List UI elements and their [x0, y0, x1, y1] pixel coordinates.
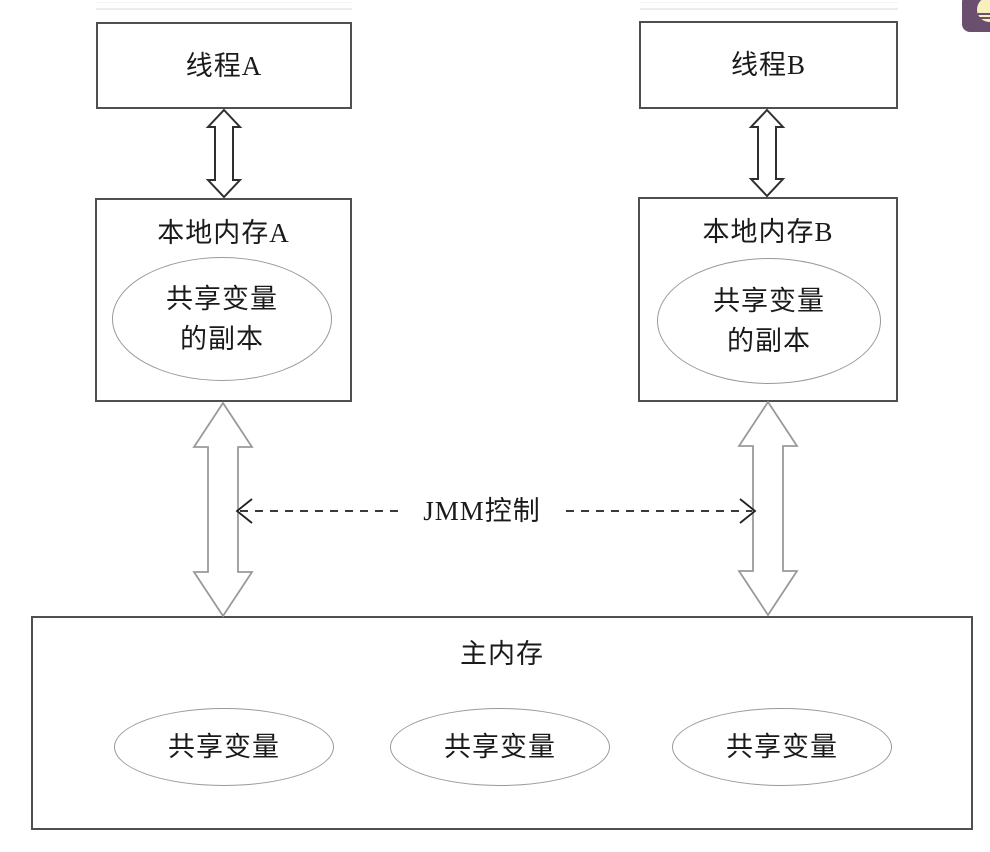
shared-variable-copy-ellipse-b: 共享变量 的副本 — [657, 258, 881, 384]
shared-copy-b-line1: 共享变量 — [713, 286, 825, 316]
ghost-line-top-right — [640, 2, 898, 3]
shared-copy-a-line1: 共享变量 — [166, 284, 278, 314]
thread-b-label: 线程B — [730, 50, 806, 80]
ghost-line-top-left — [96, 2, 352, 3]
local-memory-a-label: 本地内存A — [157, 218, 290, 248]
double-arrow-local-a-main — [192, 401, 254, 618]
double-arrow-thread-a-local-a — [205, 108, 243, 199]
jmm-control-dashed-arrow-left — [235, 498, 404, 524]
main-memory-label: 主内存 — [460, 639, 544, 669]
lightbulb-base-stripe — [978, 17, 990, 19]
shared-variable-2-label: 共享变量 — [444, 732, 556, 762]
shared-variable-ellipse-3: 共享变量 — [672, 708, 892, 786]
thread-a-label: 线程A — [185, 50, 263, 81]
lightbulb-base-stripe — [978, 13, 990, 15]
tip-lightbulb-button[interactable] — [962, 0, 990, 32]
ghost-line-left — [96, 8, 352, 10]
shared-variable-copy-ellipse-a: 共享变量 的副本 — [112, 257, 332, 381]
shared-variable-ellipse-1: 共享变量 — [114, 708, 334, 786]
ghost-line-right — [640, 8, 898, 10]
double-arrow-local-b-main — [737, 400, 799, 617]
shared-copy-b-line2: 的副本 — [727, 326, 811, 356]
shared-variable-1-label: 共享变量 — [168, 732, 280, 762]
local-memory-b-label: 本地内存B — [702, 217, 834, 247]
shared-copy-a-line2: 的副本 — [180, 324, 264, 354]
jmm-control-label: JMM控制 — [423, 496, 541, 526]
lightbulb-icon — [977, 0, 990, 22]
shared-variable-ellipse-2: 共享变量 — [390, 708, 610, 786]
thread-b-box: 线程B — [639, 21, 898, 109]
double-arrow-thread-b-local-b — [748, 108, 786, 198]
jmm-control-dashed-arrow-right — [566, 498, 757, 524]
thread-a-box: 线程A — [96, 22, 352, 109]
shared-variable-3-label: 共享变量 — [726, 732, 838, 762]
